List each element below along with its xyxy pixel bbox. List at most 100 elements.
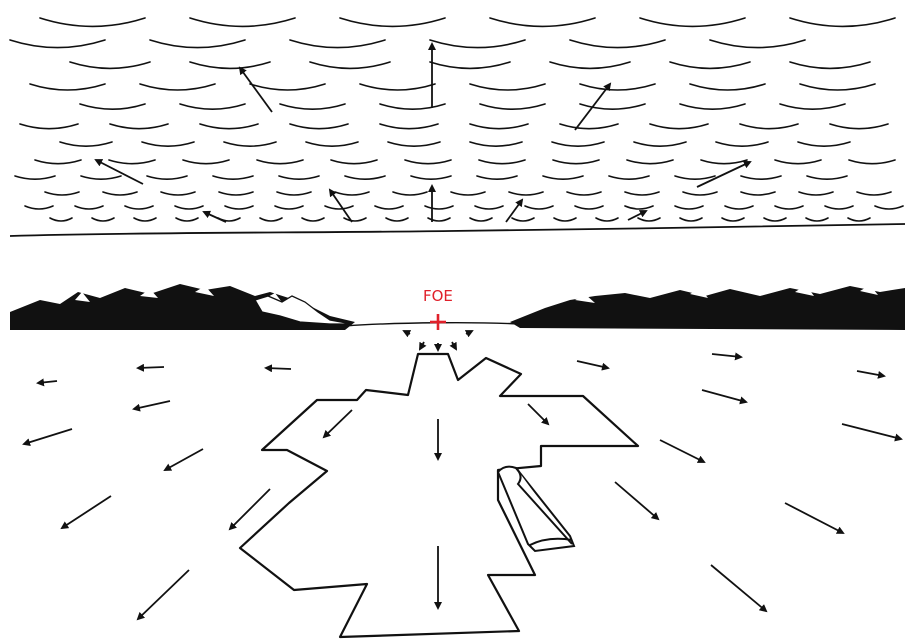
cloud-stroke: [260, 218, 282, 221]
flow-arrow: [702, 390, 746, 402]
cloud-stroke: [799, 192, 833, 195]
cloud-stroke: [710, 40, 805, 48]
cloud-stroke: [470, 218, 492, 221]
cloud-stroke: [140, 84, 215, 90]
cloud-stroke: [125, 206, 153, 209]
cloud-stroke: [477, 176, 517, 179]
cloud-stroke: [857, 192, 891, 195]
cloud-stroke: [790, 62, 870, 68]
cloud-stroke: [683, 192, 717, 195]
cloud-stroke: [290, 40, 385, 48]
cloud-layer: [10, 18, 903, 221]
cloud-stroke: [741, 176, 781, 179]
flow-arrow: [711, 565, 766, 611]
cloud-stroke: [75, 206, 103, 209]
cloud-stroke: [780, 104, 845, 109]
flow-arrow: [204, 212, 226, 222]
flow-arrow: [324, 410, 352, 437]
cloud-stroke: [142, 142, 194, 146]
flow-arrow: [38, 381, 57, 383]
cloud-stroke: [790, 18, 895, 26]
flow-arrow: [138, 367, 164, 368]
cloud-stroke: [567, 192, 601, 195]
flow-arrow: [466, 331, 472, 334]
cloud-stroke: [509, 192, 543, 195]
cloud-stroke: [393, 192, 427, 195]
cloud-stroke: [479, 160, 525, 164]
cloud-stroke: [670, 62, 750, 68]
cloud-stroke: [625, 206, 653, 209]
cloud-stroke: [280, 104, 345, 109]
flow-arrow: [420, 342, 424, 349]
cloud-stroke: [180, 104, 245, 109]
cloud-stroke: [553, 160, 599, 164]
cloud-stroke: [60, 142, 112, 146]
cloud-stroke: [575, 206, 603, 209]
cloud-stroke: [470, 84, 545, 90]
cloud-stroke: [830, 124, 888, 129]
cloud-stroke: [50, 218, 72, 221]
cloud-stroke: [331, 160, 377, 164]
mountains-left: [10, 284, 355, 330]
cloud-stroke: [764, 218, 786, 221]
cloud-stroke: [638, 218, 660, 221]
flow-arrow: [62, 496, 111, 528]
cloud-stroke: [806, 218, 828, 221]
cloud-stroke: [740, 124, 798, 129]
cloud-stroke: [25, 206, 53, 209]
cloud-stroke: [134, 218, 156, 221]
cloud-stroke: [183, 160, 229, 164]
cloud-stroke: [103, 192, 137, 195]
horizon-line: [10, 224, 905, 236]
cloud-stroke: [690, 84, 765, 90]
cloud-stroke: [550, 62, 630, 68]
cloud-stroke: [675, 176, 715, 179]
cloud-stroke: [219, 192, 253, 195]
cloud-stroke: [807, 176, 847, 179]
cloud-stroke: [425, 206, 453, 209]
cloud-stroke: [35, 160, 81, 164]
cloud-stroke: [275, 206, 303, 209]
cloud-stroke: [596, 218, 618, 221]
cloud-stroke: [70, 62, 150, 68]
flow-arrow: [528, 404, 548, 424]
flow-arrow: [615, 482, 658, 519]
cloud-stroke: [634, 142, 686, 146]
mountains-right: [510, 285, 905, 330]
cloud-stroke: [277, 192, 311, 195]
cloud-stroke: [290, 124, 348, 129]
cloud-stroke: [490, 18, 595, 26]
cloud-stroke: [609, 176, 649, 179]
cloud-stroke: [15, 176, 55, 179]
cloud-stroke: [176, 218, 198, 221]
cloud-stroke: [470, 142, 522, 146]
cloud-stroke: [147, 176, 187, 179]
cloud-stroke: [10, 40, 105, 48]
cloud-stroke: [716, 142, 768, 146]
cloud-stroke: [722, 218, 744, 221]
cloud-stroke: [224, 142, 276, 146]
cloud-stroke: [825, 206, 853, 209]
cloud-stroke: [849, 160, 895, 164]
cloud-stroke: [250, 84, 325, 90]
cloud-stroke: [388, 142, 440, 146]
cloud-stroke: [92, 218, 114, 221]
flow-arrow: [785, 503, 843, 533]
foe-label: FOE: [423, 287, 453, 305]
flow-arrow: [24, 429, 72, 444]
cloud-stroke: [213, 176, 253, 179]
cloud-stroke: [20, 124, 78, 129]
runway-outline: [240, 354, 638, 637]
cloud-stroke: [580, 84, 655, 90]
cloud-stroke: [200, 124, 258, 129]
cloud-stroke: [161, 192, 195, 195]
flow-arrow: [577, 361, 608, 368]
flow-arrow: [165, 449, 203, 470]
cloud-stroke: [800, 84, 875, 90]
cloud-stroke: [345, 176, 385, 179]
flow-arrow: [404, 331, 410, 334]
cloud-stroke: [386, 218, 408, 221]
cloud-stroke: [554, 218, 576, 221]
cloud-stroke: [30, 84, 105, 90]
cloud-stroke: [81, 176, 121, 179]
